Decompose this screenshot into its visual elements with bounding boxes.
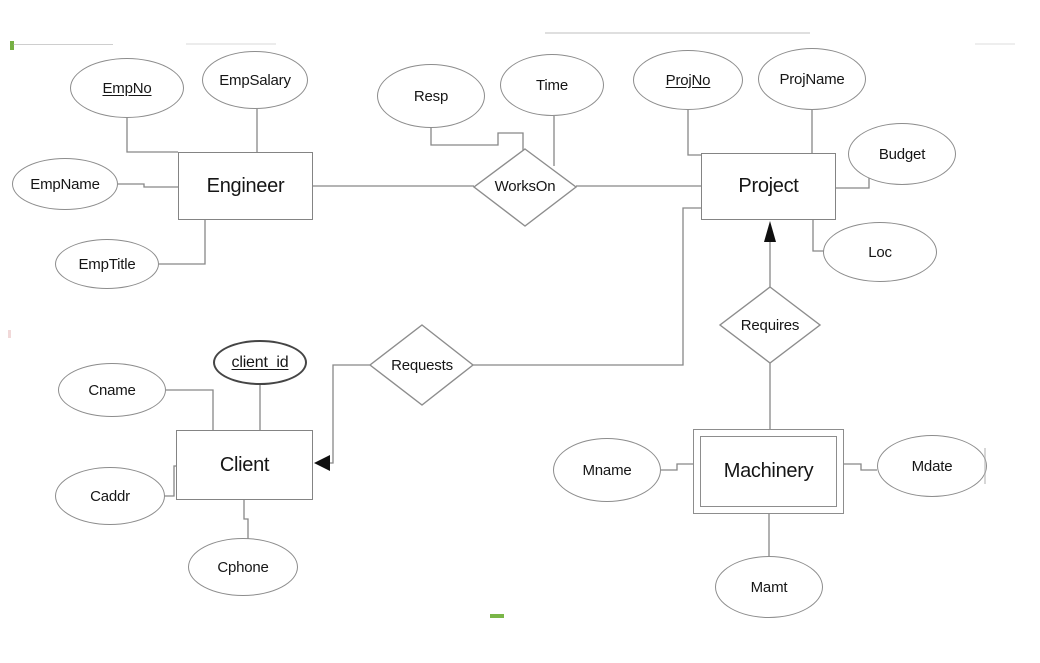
green-tick-artifact <box>10 41 14 50</box>
edge-mname-machinery <box>661 463 693 471</box>
attribute-empno: EmpNo <box>70 58 184 118</box>
attribute-cname-label: Cname <box>88 381 136 399</box>
arrowhead-into-client <box>314 455 330 471</box>
attribute-cname: Cname <box>58 363 166 417</box>
edge-cname-client <box>166 389 214 430</box>
attribute-projname: ProjName <box>758 48 866 110</box>
edge-client-cphone <box>243 500 249 539</box>
entity-project-label: Project <box>738 175 799 197</box>
edge-emptitle-engineer <box>159 220 206 265</box>
attribute-caddr: Caddr <box>55 467 165 525</box>
edge-machinery-mdate <box>844 463 877 471</box>
attribute-emptitle-label: EmpTitle <box>78 255 136 273</box>
attribute-mname: Mname <box>553 438 661 502</box>
edge-requests-client <box>330 364 370 464</box>
attribute-mamt: Mamt <box>715 556 823 618</box>
edge-projno-project <box>687 110 701 156</box>
pink-smudge-artifact <box>8 330 11 338</box>
attribute-empname: EmpName <box>12 158 118 210</box>
attribute-projno-label: ProjNo <box>665 71 711 89</box>
relationship-requires-label: Requires <box>740 317 800 334</box>
attribute-projname-label: ProjName <box>779 70 845 88</box>
attribute-projno: ProjNo <box>633 50 743 110</box>
entity-client: Client <box>176 430 313 500</box>
edge-empno-engineer <box>126 118 178 153</box>
edge-project-loc <box>812 220 824 252</box>
attribute-empsalary: EmpSalary <box>202 51 308 109</box>
faint-line-artifact <box>186 43 276 45</box>
attribute-mamt-label: Mamt <box>750 578 788 596</box>
edge-caddr-client <box>163 465 176 497</box>
edge-empname-engineer <box>118 183 178 188</box>
attribute-mname-label: Mname <box>582 461 632 479</box>
entity-engineer-label: Engineer <box>206 174 285 197</box>
attribute-loc-label: Loc <box>868 243 892 261</box>
relationship-workson-label: WorksOn <box>494 178 556 195</box>
green-dash-artifact <box>490 614 504 618</box>
attribute-client-id-label: client_id <box>231 353 289 371</box>
attribute-cphone: Cphone <box>188 538 298 596</box>
relationship-requires-diamond <box>718 286 822 364</box>
attribute-cphone-label: Cphone <box>217 558 269 576</box>
attribute-budget: Budget <box>848 123 956 185</box>
entity-machinery-label: Machinery <box>723 460 814 482</box>
attribute-mdate-label: Mdate <box>911 457 953 475</box>
edge-resp-workson <box>430 128 524 150</box>
attribute-empno-label: EmpNo <box>102 79 152 97</box>
attribute-time-label: Time <box>536 76 568 94</box>
entity-project: Project <box>701 153 836 220</box>
attribute-budget-label: Budget <box>878 145 926 163</box>
attribute-loc: Loc <box>823 222 937 282</box>
faint-line-artifact <box>975 43 1015 45</box>
attribute-caddr-label: Caddr <box>90 487 130 505</box>
attribute-resp: Resp <box>377 64 485 128</box>
entity-machinery-weak: Machinery <box>693 429 844 514</box>
edge-requests-project <box>473 207 701 366</box>
entity-client-label: Client <box>219 453 270 476</box>
faint-vertical-line-artifact <box>984 448 986 484</box>
attribute-client-id: client_id <box>213 340 307 385</box>
relationship-workson-diamond <box>472 148 578 227</box>
attribute-resp-label: Resp <box>413 87 449 105</box>
faint-line-artifact <box>13 44 113 45</box>
weak-entity-inner-border: Machinery <box>700 436 837 507</box>
attribute-emptitle: EmpTitle <box>55 239 159 289</box>
relationship-requests-label: Requests <box>391 357 453 374</box>
attribute-empsalary-label: EmpSalary <box>219 71 291 89</box>
relationship-requests-diamond <box>368 324 475 406</box>
entity-engineer: Engineer <box>178 152 313 220</box>
attribute-mdate: Mdate <box>877 435 987 497</box>
faint-line-artifact <box>545 32 810 34</box>
attribute-empname-label: EmpName <box>30 175 100 193</box>
attribute-time: Time <box>500 54 604 116</box>
arrowhead-into-project <box>764 221 776 242</box>
